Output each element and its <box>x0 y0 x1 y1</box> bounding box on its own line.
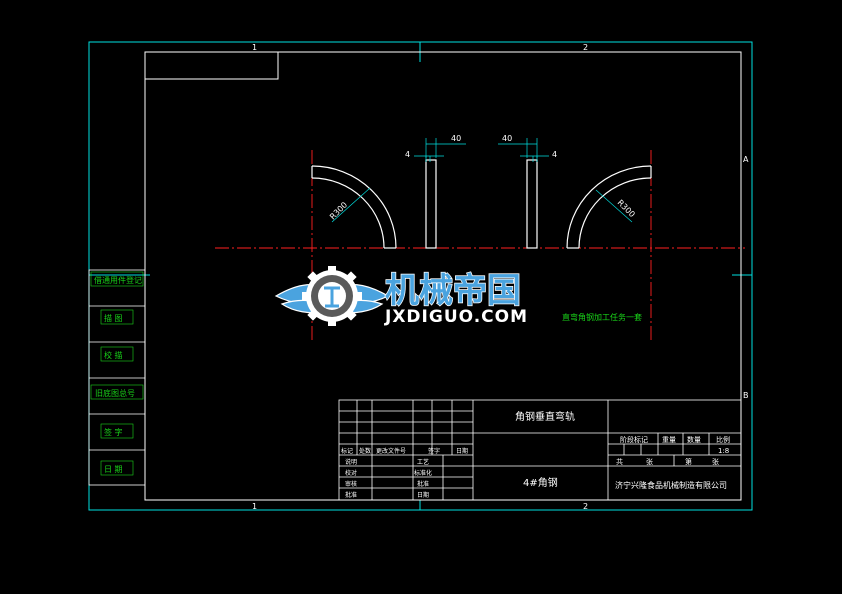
left-radius-label: R300 <box>328 200 349 221</box>
rev-header-3: 签字 <box>428 447 440 455</box>
left-curved-angle <box>311 165 397 249</box>
right-width-label: 40 <box>502 134 512 143</box>
scale-label: 比例 <box>716 435 730 444</box>
mid-role-0: 工艺 <box>417 458 429 466</box>
right-section-dims <box>498 138 549 162</box>
zone-top-1: 1 <box>252 43 257 52</box>
right-straight-section <box>526 159 538 249</box>
sheet-label: 第 <box>685 457 692 466</box>
watermark-gear-icon <box>302 266 362 326</box>
watermark-site: JXDIGUO.COM <box>384 307 528 327</box>
side-label-5: 日 期 <box>104 465 123 474</box>
left-radius-dim: R300 <box>328 187 371 223</box>
right-radius-dim: R300 <box>595 189 637 223</box>
left-role-2: 审核 <box>345 480 357 488</box>
rev-header-0: 标记 <box>341 447 353 455</box>
zone-bottom-1: 1 <box>252 502 257 511</box>
material-name: 4#角钢 <box>523 476 558 489</box>
stage-label: 阶段标记 <box>620 435 648 444</box>
right-thickness-label: 4 <box>552 150 557 159</box>
rev-header-4: 日期 <box>456 447 468 455</box>
side-block-labels: 借通用件登记 描 图 校 描 旧底图总号 签 字 日 期 <box>90 271 144 476</box>
left-straight-section <box>425 159 437 249</box>
zone-labels: 1 2 1 2 A B <box>252 43 749 511</box>
title-block-text: 角钢垂直弯轨 4#角钢 济宁兴隆食品机械制造有限公司 阶段标记 重量 数量 比例… <box>341 410 730 499</box>
sheet-total-suffix: 张 <box>646 457 653 466</box>
weight-label: 重量 <box>662 436 676 444</box>
title-block <box>338 399 742 501</box>
right-curved-angle <box>566 165 652 249</box>
rev-header-2: 更改文件号 <box>376 447 406 455</box>
sheet-total-label: 共 <box>616 457 623 466</box>
scale-value: 1:8 <box>718 447 729 455</box>
zone-right-b: B <box>743 391 749 400</box>
rev-header-1: 处数 <box>359 447 371 455</box>
technical-note: 直弯角钢加工任务一套 <box>562 312 642 322</box>
right-radius-label: R300 <box>616 198 637 219</box>
watermark: 机械帝国 JXDIGUO.COM <box>274 266 528 327</box>
drawing-name: 角钢垂直弯轨 <box>515 410 575 423</box>
side-label-4: 签 字 <box>104 427 123 437</box>
side-label-1: 描 图 <box>104 313 123 323</box>
side-block <box>88 269 146 486</box>
left-section-dims <box>414 138 466 162</box>
left-role-3: 批准 <box>345 491 357 499</box>
left-role-0: 说明 <box>345 458 357 466</box>
left-role-1: 校对 <box>345 469 357 477</box>
mid-role-1: 标准化 <box>414 469 432 477</box>
left-width-label: 40 <box>451 134 461 143</box>
quantity-label: 数量 <box>687 435 701 444</box>
left-thickness-label: 4 <box>405 150 410 159</box>
company-name: 济宁兴隆食品机械制造有限公司 <box>615 480 727 490</box>
side-label-2: 校 描 <box>104 350 123 360</box>
side-label-3: 旧底图总号 <box>95 388 135 398</box>
zone-right-a: A <box>743 155 749 164</box>
side-label-0: 借通用件登记 <box>94 275 142 285</box>
watermark-brand: 机械帝国 <box>385 271 521 311</box>
zone-bottom-2: 2 <box>583 502 588 511</box>
zone-top-2: 2 <box>583 43 588 52</box>
mid-role-2: 批准 <box>417 480 429 488</box>
mid-role-3: 日期 <box>417 491 429 499</box>
sheet-suffix: 张 <box>712 457 719 466</box>
